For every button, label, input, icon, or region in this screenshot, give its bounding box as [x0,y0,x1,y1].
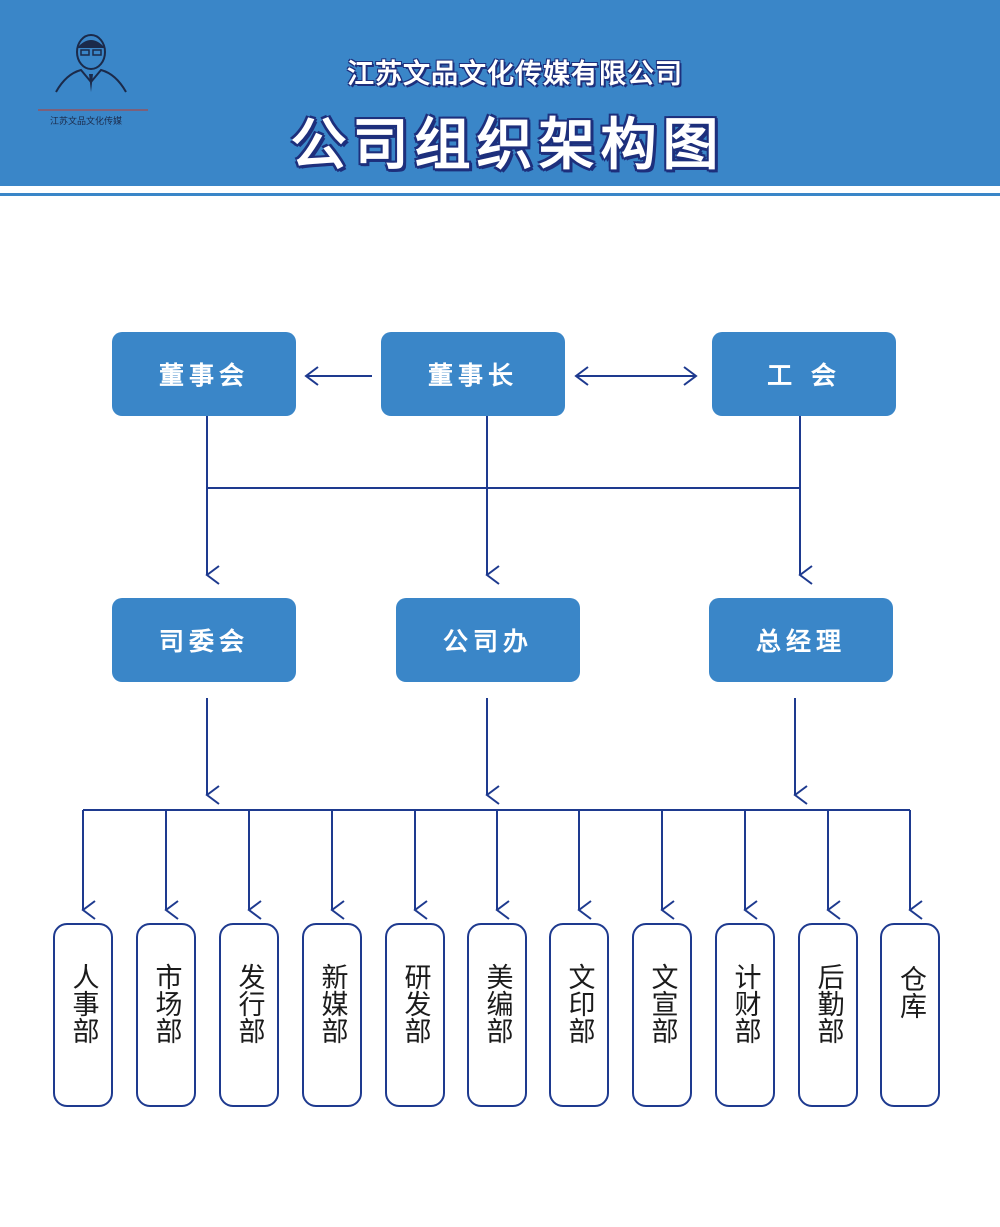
dept-rnd: 研发部 [385,923,445,1107]
dept-art-editing: 美编部 [467,923,527,1107]
node-committee: 司委会 [112,598,296,682]
dept-new-media-label: 新媒部 [316,963,348,1044]
dept-warehouse-label: 仓库 [895,965,926,1019]
dept-logistics-label: 后勤部 [812,963,844,1044]
dept-printing-label: 文印部 [563,963,595,1044]
dept-warehouse: 仓库 [880,923,940,1107]
dept-finance: 计财部 [715,923,775,1107]
dept-finance-label: 计财部 [729,963,761,1044]
dept-market: 市场部 [136,923,196,1107]
dept-printing: 文印部 [549,923,609,1107]
node-chairman: 董事长 [381,332,565,416]
header-divider [0,193,1000,196]
company-name: 江苏文品文化传媒有限公司 [347,59,683,90]
chart-title: 公司组织架构图 [290,113,725,178]
company-logo [38,34,148,111]
node-office: 公司办 [396,598,580,682]
dept-distribution-label: 发行部 [233,963,265,1044]
dept-distribution: 发行部 [219,923,279,1107]
dept-rnd-label: 研发部 [399,963,431,1044]
dept-publicity: 文宣部 [632,923,692,1107]
dept-hr: 人事部 [53,923,113,1107]
dept-art-editing-label: 美编部 [481,963,513,1044]
node-general-manager: 总经理 [709,598,893,682]
node-union: 工 会 [712,332,896,416]
node-board: 董事会 [112,332,296,416]
dept-publicity-label: 文宣部 [646,963,678,1044]
dept-market-label: 市场部 [150,963,182,1044]
dept-new-media: 新媒部 [302,923,362,1107]
logo-caption: 江苏文品文化传媒 [49,117,122,127]
dept-hr-label: 人事部 [67,963,99,1044]
header-banner [0,0,1000,186]
dept-logistics: 后勤部 [798,923,858,1107]
